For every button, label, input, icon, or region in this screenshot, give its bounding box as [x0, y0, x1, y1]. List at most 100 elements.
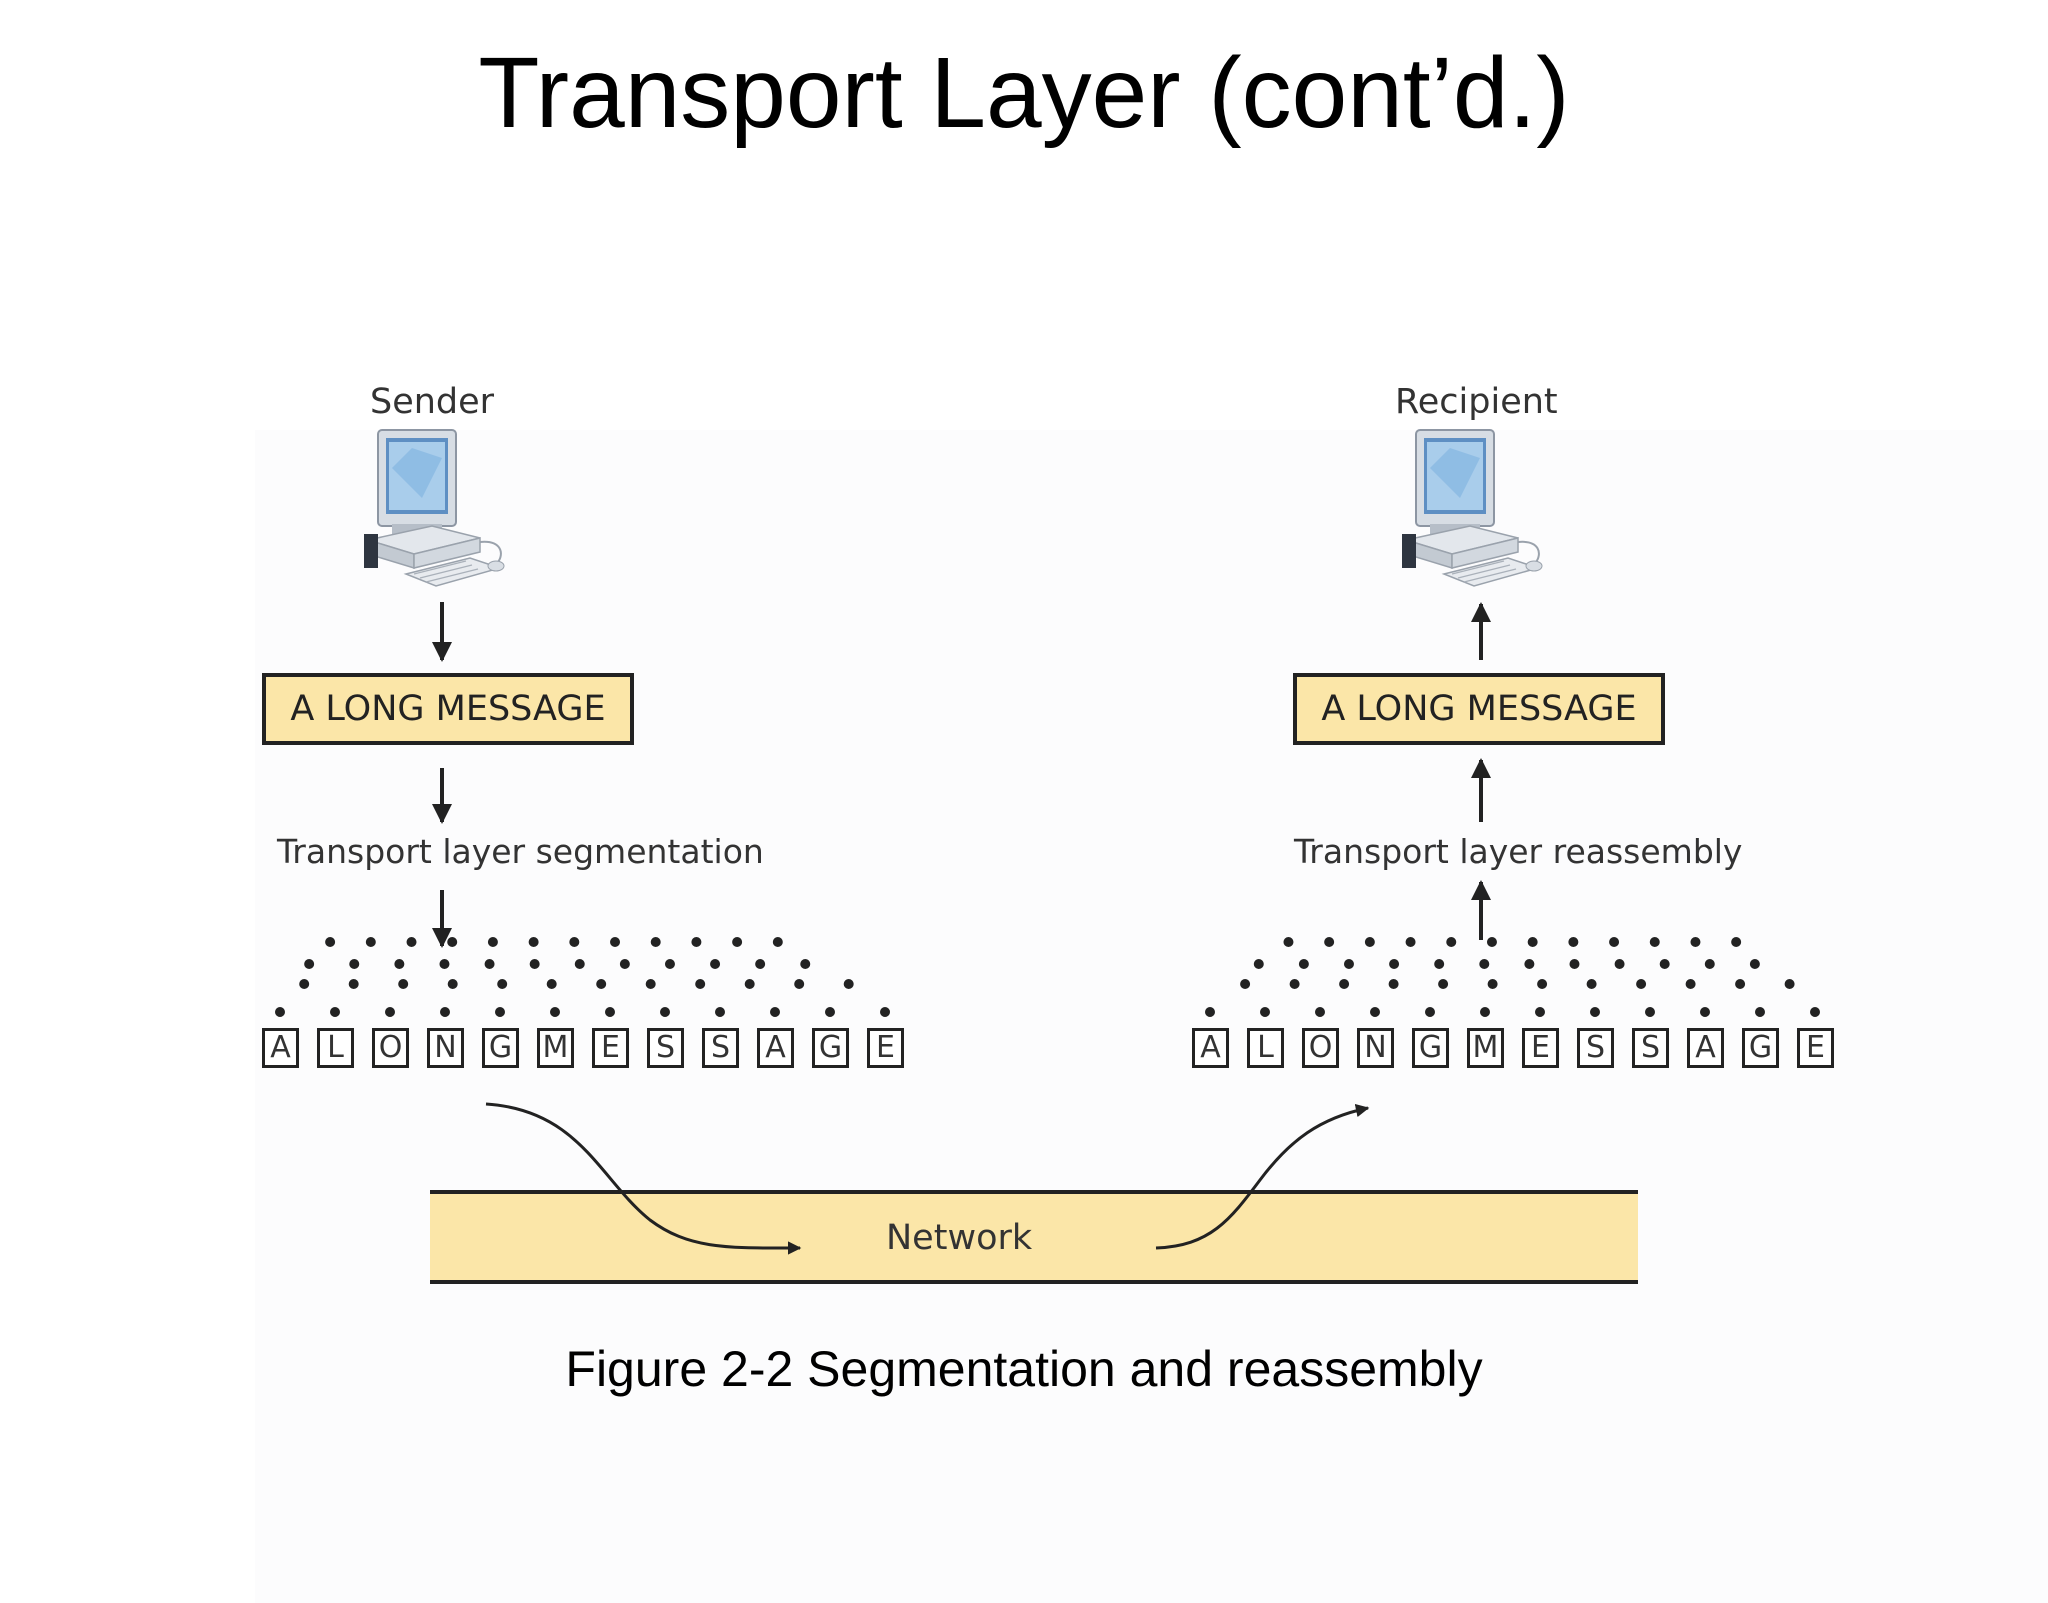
segment-dot	[605, 1007, 615, 1017]
segment-box: S	[1577, 1028, 1614, 1068]
figure-caption: Figure 2-2 Segmentation and reassembly	[565, 1341, 1483, 1397]
segment-dot	[1370, 1007, 1380, 1017]
segment-dot	[1487, 979, 1498, 989]
segment-dot	[610, 937, 621, 947]
sender-label: Sender	[370, 382, 495, 422]
segment-dot	[710, 959, 721, 969]
segment-box: N	[427, 1028, 464, 1068]
segment-dot	[398, 979, 409, 989]
segment-dot	[770, 1007, 780, 1017]
slide-title: Transport Layer (cont’d.)	[478, 37, 1570, 149]
segment-box: E	[592, 1028, 629, 1068]
segment-dot	[1283, 937, 1294, 947]
segment-dot	[645, 979, 656, 989]
segment-dot	[772, 937, 783, 947]
segment-dot	[1298, 959, 1309, 969]
flow-arrow-into-network	[485, 1102, 802, 1255]
segment-dot	[406, 937, 417, 947]
segment-dot	[569, 937, 580, 947]
segment-box: M	[1467, 1028, 1504, 1068]
segment-dot	[596, 979, 607, 989]
segmentation-label: Transport layer segmentation	[277, 832, 764, 871]
recipient-label: Recipient	[1395, 382, 1558, 422]
segment-dot	[695, 979, 706, 989]
segment-dot	[1524, 959, 1535, 969]
segment-dot	[1749, 959, 1760, 969]
segment-dot	[484, 959, 495, 969]
segment-dot	[650, 937, 661, 947]
segment-dot	[1253, 959, 1264, 969]
segment-dot	[619, 959, 630, 969]
segment-box: G	[812, 1028, 849, 1068]
segment-dot	[800, 959, 811, 969]
segment-dot	[1586, 979, 1597, 989]
segment-dot	[1486, 937, 1497, 947]
segment-dot	[439, 959, 450, 969]
segment-dot	[1614, 959, 1625, 969]
segment-dot	[299, 979, 310, 989]
segment-dot	[330, 1007, 340, 1017]
segment-dot	[487, 937, 498, 947]
segment-box: A	[262, 1028, 299, 1068]
segment-dot	[1389, 959, 1400, 969]
segment-dot	[550, 1007, 560, 1017]
segment-dot	[1609, 937, 1620, 947]
segment-box: L	[317, 1028, 354, 1068]
segment-dot	[349, 959, 360, 969]
segment-dot	[1205, 1007, 1215, 1017]
segment-dot	[1434, 959, 1445, 969]
segment-dot	[755, 959, 766, 969]
segment-dot	[1535, 1007, 1545, 1017]
segment-box: S	[1632, 1028, 1669, 1068]
segment-dot	[1735, 979, 1746, 989]
segment-box: M	[537, 1028, 574, 1068]
segment-dot	[1690, 937, 1701, 947]
segment-box: O	[1302, 1028, 1339, 1068]
segment-dot	[1339, 979, 1350, 989]
segment-dot	[1260, 1007, 1270, 1017]
segment-dot	[1388, 979, 1399, 989]
segment-dot	[1527, 937, 1538, 947]
reassembly-label: Transport layer reassembly	[1294, 832, 1743, 871]
segment-dot	[1659, 959, 1670, 969]
segment-dot	[528, 937, 539, 947]
segment-dot	[304, 959, 315, 969]
segment-dot	[497, 979, 508, 989]
segment-dot	[660, 1007, 670, 1017]
segment-box: A	[757, 1028, 794, 1068]
segment-dot	[843, 979, 854, 989]
segment-dot	[275, 1007, 285, 1017]
segment-dot	[1700, 1007, 1710, 1017]
segment-dot	[1480, 1007, 1490, 1017]
segment-dot	[325, 937, 336, 947]
segment-dot	[574, 959, 585, 969]
segment-dot	[1645, 1007, 1655, 1017]
segment-dot	[1784, 979, 1795, 989]
segment-dot	[348, 979, 359, 989]
segment-box: N	[1357, 1028, 1394, 1068]
segment-box: G	[1742, 1028, 1779, 1068]
segment-dot	[1731, 937, 1742, 947]
segment-dot	[1438, 979, 1449, 989]
sender-message-box: A LONG MESSAGE	[262, 673, 634, 745]
segment-dot	[440, 1007, 450, 1017]
segment-dot	[664, 959, 675, 969]
segment-dot	[546, 979, 557, 989]
segment-box: A	[1687, 1028, 1724, 1068]
segment-dot	[1289, 979, 1300, 989]
segment-dot	[1704, 959, 1715, 969]
segment-dot	[1569, 959, 1580, 969]
segment-box: E	[1522, 1028, 1559, 1068]
segment-dot	[447, 937, 458, 947]
network-band	[430, 1190, 1638, 1284]
segment-dot	[1315, 1007, 1325, 1017]
segment-box: O	[372, 1028, 409, 1068]
segment-dot	[394, 959, 405, 969]
computer-icon	[1402, 429, 1543, 587]
segment-box: E	[867, 1028, 904, 1068]
segment-dot	[744, 979, 755, 989]
segment-dot	[880, 1007, 890, 1017]
network-label: Network	[886, 1218, 1033, 1258]
segment-dot	[1324, 937, 1335, 947]
